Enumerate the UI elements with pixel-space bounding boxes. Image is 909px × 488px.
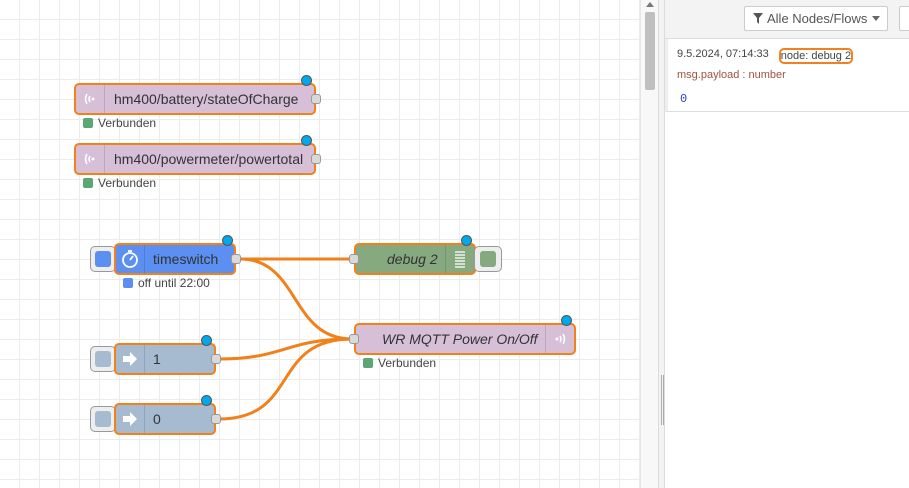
output-port[interactable] xyxy=(231,254,241,264)
debug-node[interactable]: debug 2 xyxy=(349,235,476,275)
node-label: hm400/battery/stateOfCharge xyxy=(114,91,299,107)
status-indicator xyxy=(83,178,93,188)
mqtt-out-node[interactable]: WR MQTT Power On/Off xyxy=(349,315,576,355)
message-topic: msg.payload : number xyxy=(677,69,786,81)
changed-indicator xyxy=(561,315,572,326)
output-port[interactable] xyxy=(211,354,221,364)
node-status-mqtt-out: Verbunden xyxy=(363,356,436,370)
inject-node-0[interactable]: 0 xyxy=(114,395,221,435)
node-label: 1 xyxy=(153,351,161,367)
node-status-battery: Verbunden xyxy=(83,116,156,130)
flow-workspace[interactable]: hm400/battery/stateOfCharge Verbunden hm… xyxy=(0,0,640,488)
node-status-timeswitch: off until 22:00 xyxy=(123,276,210,290)
mqtt-wave-icon xyxy=(76,145,105,173)
node-label: WR MQTT Power On/Off xyxy=(382,331,538,347)
changed-indicator xyxy=(201,395,212,406)
inject-0-button[interactable] xyxy=(90,406,116,432)
button-fill xyxy=(480,251,496,267)
button-fill xyxy=(95,351,111,367)
mqtt-in-node-powermeter[interactable]: hm400/powermeter/powertotal xyxy=(74,135,321,175)
node-label: timeswitch xyxy=(153,251,219,267)
filter-nodes-dropdown[interactable]: Alle Nodes/Flows xyxy=(744,6,888,31)
inject-arrow-icon xyxy=(116,345,145,373)
output-port[interactable] xyxy=(211,414,221,424)
changed-indicator xyxy=(301,135,312,146)
button-fill xyxy=(95,411,111,427)
wire-inject0-mqtt-out[interactable] xyxy=(218,337,353,421)
wire-timeswitch-mqtt-out[interactable] xyxy=(239,257,353,341)
input-port[interactable] xyxy=(349,254,359,264)
timer-icon xyxy=(116,245,145,273)
inject-node-1[interactable]: 1 xyxy=(114,335,221,375)
message-timestamp: 9.5.2024, 07:14:33 xyxy=(677,48,769,60)
status-indicator xyxy=(123,278,133,288)
message-value[interactable]: 0 xyxy=(680,92,688,106)
message-meta: 9.5.2024, 07:14:33 node: debug 2 xyxy=(677,48,854,64)
node-label: hm400/powermeter/powertotal xyxy=(114,151,304,167)
node-label: debug 2 xyxy=(387,251,438,267)
mqtt-wave-icon xyxy=(76,85,105,113)
button-fill xyxy=(95,251,111,267)
debug-message[interactable]: 9.5.2024, 07:14:33 node: debug 2 msg.pay… xyxy=(665,39,909,112)
debug-toolbar: Alle Nodes/Flows xyxy=(665,0,909,39)
filter-icon xyxy=(753,13,763,24)
status-indicator xyxy=(363,358,373,368)
status-indicator xyxy=(83,118,93,128)
debug-sidebar: Alle Nodes/Flows 9.5.2024, 07:14:33 node… xyxy=(665,0,909,488)
inject-arrow-icon xyxy=(116,405,145,433)
workspace-vertical-scrollbar[interactable] xyxy=(640,0,659,488)
changed-indicator xyxy=(201,335,212,346)
inject-1-button[interactable] xyxy=(90,346,116,372)
changed-indicator xyxy=(301,75,312,86)
timeswitch-node[interactable]: timeswitch xyxy=(114,235,241,275)
node-label: 0 xyxy=(153,411,161,427)
message-node[interactable]: node: debug 2 xyxy=(778,48,854,64)
debug-list-icon xyxy=(445,245,474,273)
timeswitch-button[interactable] xyxy=(90,246,116,272)
scrollbar-thumb[interactable] xyxy=(645,12,655,90)
toolbar-extra-button[interactable] xyxy=(899,6,909,31)
output-port[interactable] xyxy=(311,94,321,104)
sidebar-resize-handle[interactable] xyxy=(658,0,665,488)
wires-layer xyxy=(218,257,353,421)
changed-indicator xyxy=(461,235,472,246)
filter-label: Alle Nodes/Flows xyxy=(767,11,868,26)
input-port[interactable] xyxy=(349,334,359,344)
chevron-down-icon xyxy=(872,16,880,21)
mqtt-wave-icon xyxy=(545,325,574,353)
node-status-powermeter: Verbunden xyxy=(83,176,156,190)
changed-indicator xyxy=(222,235,233,246)
grip-icon xyxy=(661,375,664,425)
output-port[interactable] xyxy=(311,154,321,164)
debug-toggle-button[interactable] xyxy=(474,246,502,272)
scroll-up-icon[interactable] xyxy=(646,2,654,7)
mqtt-in-node-battery[interactable]: hm400/battery/stateOfCharge xyxy=(74,75,321,115)
